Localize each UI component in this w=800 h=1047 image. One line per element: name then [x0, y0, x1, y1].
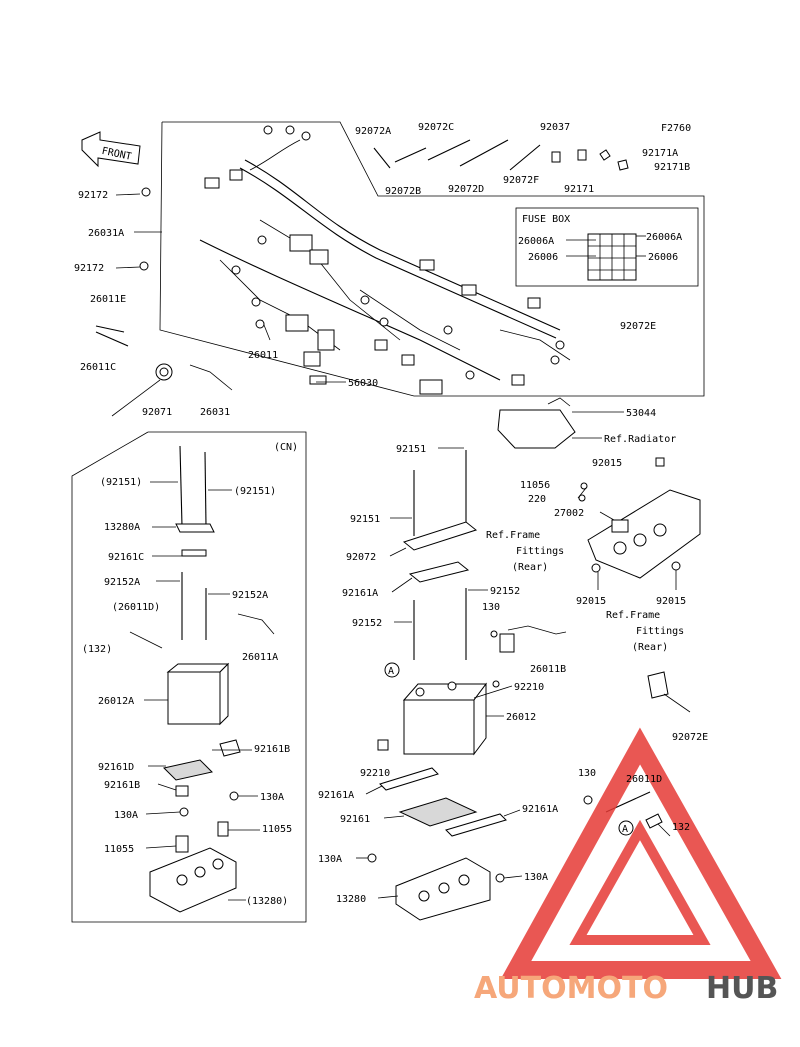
- center-parts: A: [367, 450, 567, 921]
- callout-label: (Rear): [512, 562, 548, 573]
- callout-label: 92152: [352, 618, 382, 629]
- callout-label: 92161A: [318, 790, 354, 801]
- callout-label: 92072A: [355, 126, 391, 137]
- callout-label: 92172: [74, 263, 104, 274]
- callout-label: 92161: [340, 814, 370, 825]
- callout-label: 92015: [592, 458, 622, 469]
- callout-label: 92210: [514, 682, 544, 693]
- callout-label: 26011: [248, 350, 278, 361]
- callout-label: 92072F: [503, 175, 539, 186]
- callout-label: Fittings: [516, 546, 564, 557]
- callout-label: (132): [82, 644, 112, 655]
- callout-label: 92072E: [620, 321, 656, 332]
- callout-label: 26006A: [518, 236, 554, 247]
- callout-label: 26011A: [242, 652, 278, 663]
- callout-label: 130A: [318, 854, 342, 865]
- callout-label: Fittings: [636, 626, 684, 637]
- watermark-logo: AUTOMOTO HUB: [474, 727, 782, 1006]
- callout-label: 92072: [346, 552, 376, 563]
- callout-label: (92151): [100, 477, 142, 488]
- callout-label: 130A: [524, 872, 548, 883]
- callout-label: (Rear): [632, 642, 668, 653]
- callout-label: 92161D: [98, 762, 134, 773]
- callout-label: Ref.Frame: [606, 610, 660, 621]
- figure-code: F2760: [661, 123, 691, 134]
- ref-marker-a: A: [388, 666, 394, 677]
- callout-label: (13280): [246, 896, 288, 907]
- callout-label: 11056: [520, 480, 550, 491]
- callout-label: 26012: [506, 712, 536, 723]
- callout-label: 26011B: [530, 664, 566, 675]
- watermark-brand-part2: HUB: [706, 971, 778, 1006]
- ref-marker-a: A: [622, 824, 628, 835]
- callout-label: Ref.Frame: [486, 530, 540, 541]
- callout-label: 92015: [656, 596, 686, 607]
- callout-label: 130A: [260, 792, 284, 803]
- callout-label: 26006: [648, 252, 678, 263]
- callout-label: 92161B: [254, 744, 290, 755]
- callout-label: 130: [482, 602, 500, 613]
- leader-lines: [111, 193, 677, 901]
- callout-label: 13280: [336, 894, 366, 905]
- wiring-harness: [199, 125, 576, 449]
- callout-label: 27002: [554, 508, 584, 519]
- harness-frame: [159, 121, 705, 397]
- callout-label: 26031A: [88, 228, 124, 239]
- callout-label: 92151: [350, 514, 380, 525]
- callout-label: 11055: [104, 844, 134, 855]
- top-small-parts: [373, 139, 629, 171]
- fuse-box-title: FUSE BOX: [522, 214, 570, 225]
- callout-label: (CN): [274, 442, 298, 453]
- callout-label: 92161C: [108, 552, 144, 563]
- callout-label: 92152A: [232, 590, 268, 601]
- fuse-box-frame: [515, 207, 699, 287]
- callout-label: 53044: [626, 408, 656, 419]
- callout-label: 11055: [262, 824, 292, 835]
- callout-label: 92171A: [642, 148, 678, 159]
- callout-labels: 92072A 92072C 92037 92072B 92072D 92072F…: [74, 122, 708, 907]
- callout-label: 220: [528, 494, 546, 505]
- callout-label: 26011C: [80, 362, 116, 373]
- fuse-box-diagram: FUSE BOX 26006A 26006A 26006 26006: [518, 214, 682, 281]
- callout-label: 92171B: [654, 162, 690, 173]
- callout-label: 92152A: [104, 577, 140, 588]
- callout-label: 26011D: [626, 774, 662, 785]
- callout-label: 92072C: [418, 122, 454, 133]
- left-panel-parts: [129, 445, 275, 913]
- callout-label: 26012A: [98, 696, 134, 707]
- callout-label: 26031: [200, 407, 230, 418]
- callout-label: 92152: [490, 586, 520, 597]
- callout-label: 132: [672, 822, 690, 833]
- callout-label: 56030: [348, 378, 378, 389]
- callout-label: 92072E: [672, 732, 708, 743]
- callout-label: 130A: [114, 810, 138, 821]
- front-arrow: FRONT: [81, 131, 141, 168]
- callout-label: 92161A: [342, 588, 378, 599]
- watermark-brand-part1: AUTOMOTO: [474, 971, 668, 1006]
- callout-label: 130: [578, 768, 596, 779]
- callout-label: 13280A: [104, 522, 140, 533]
- callout-label: 92151: [396, 444, 426, 455]
- callout-label: Ref.Radiator: [604, 434, 676, 445]
- left-panel-frame: [71, 431, 307, 923]
- callout-label: 92071: [142, 407, 172, 418]
- callout-label: 92161B: [104, 780, 140, 791]
- callout-label: 92210: [360, 768, 390, 779]
- callout-label: (26011D): [112, 602, 160, 613]
- callout-label: 92037: [540, 122, 570, 133]
- callout-label: 26011E: [90, 294, 126, 305]
- harness-small-parts: [95, 187, 233, 391]
- callout-label: 26006A: [646, 232, 682, 243]
- callout-label: 92015: [576, 596, 606, 607]
- callout-label: 92171: [564, 184, 594, 195]
- callout-label: 92072B: [385, 186, 421, 197]
- callout-label: 92172: [78, 190, 108, 201]
- callout-label: 92161A: [522, 804, 558, 815]
- right-parts: A: [578, 457, 701, 836]
- callout-label: (92151): [234, 486, 276, 497]
- callout-label: 26006: [528, 252, 558, 263]
- callout-label: 92072D: [448, 184, 484, 195]
